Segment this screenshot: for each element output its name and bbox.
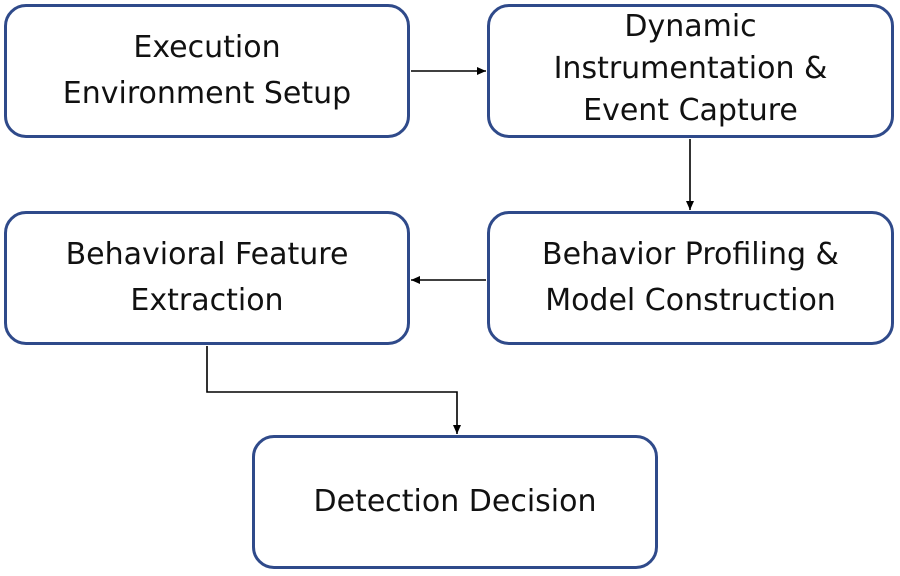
node-label: Behavioral Feature Extraction: [65, 237, 349, 318]
node-detection-decision: Detection Decision: [252, 435, 658, 569]
node-behavior-profiling: Behavior Profiling & Model Construction: [487, 211, 894, 345]
node-dynamic-instrumentation: Dynamic Instrumentation & Event Capture: [487, 4, 894, 138]
node-label: Behavior Profiling & Model Construction: [542, 237, 839, 318]
node-label: Execution Environment Setup: [62, 30, 352, 111]
node-execution-environment-setup: Execution Environment Setup: [4, 4, 410, 138]
node-behavioral-feature-extraction: Behavioral Feature Extraction: [4, 211, 410, 345]
node-label: Detection Decision: [313, 484, 597, 519]
node-label: Dynamic Instrumentation & Event Capture: [553, 9, 828, 128]
edge-feat-to-detect: [206, 346, 461, 434]
